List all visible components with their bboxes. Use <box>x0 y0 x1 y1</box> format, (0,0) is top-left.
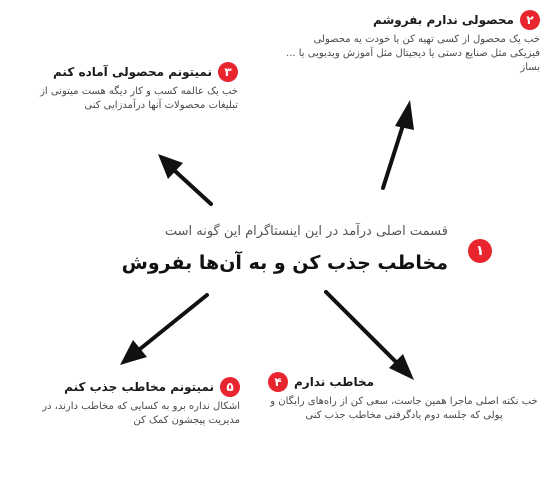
node-2: ۲ محصولی ندارم بفروشم خب یک محصول از کسی… <box>282 10 540 75</box>
node-5: ۵ نمیتونم مخاطب جذب کنم اشکال نداره برو … <box>8 377 240 428</box>
node-4-header: مخاطب ندارم ۴ <box>268 372 540 392</box>
node-2-title: محصولی ندارم بفروشم <box>373 13 514 27</box>
node-4-title: مخاطب ندارم <box>294 375 375 389</box>
node-5-header: ۵ نمیتونم مخاطب جذب کنم <box>8 377 240 397</box>
badge-2: ۲ <box>520 10 540 30</box>
node-2-header: ۲ محصولی ندارم بفروشم <box>282 10 540 30</box>
center-intro: قسمت اصلی درآمد در این اینستاگرام این گو… <box>164 224 448 239</box>
arrow-to-5 <box>120 293 209 365</box>
node-3-body: خب یک عالمه کسب و کار دیگه هست میتونی از… <box>40 86 238 111</box>
node-4-body: خب نکته اصلی ماجرا همین جاست، سعی کن از … <box>270 396 538 421</box>
badge-3: ۳ <box>218 62 238 82</box>
node-4: مخاطب ندارم ۴ خب نکته اصلی ماجرا همین جا… <box>268 372 540 423</box>
node-3-header: ۳ نمیتونم محصولی آماده کنم <box>8 62 238 82</box>
arrow-to-2 <box>381 100 414 190</box>
badge-5: ۵ <box>220 377 240 397</box>
arrow-to-4 <box>324 290 414 380</box>
badge-1: ۱ <box>468 239 492 263</box>
arrow-to-3 <box>158 154 213 206</box>
node-5-body: اشکال نداره برو به کسایی که مخاطب دارند،… <box>42 401 240 426</box>
node-3-title: نمیتونم محصولی آماده کنم <box>53 65 212 79</box>
badge-4: ۴ <box>268 372 288 392</box>
center-main-text: مخاطب جذب کن و به آن‌ها بفروش <box>121 252 448 274</box>
node-5-title: نمیتونم مخاطب جذب کنم <box>64 380 214 394</box>
node-3: ۳ نمیتونم محصولی آماده کنم خب یک عالمه ک… <box>8 62 238 113</box>
node-2-body: خب یک محصول از کسی تهیه کن یا خودت یه مح… <box>286 34 540 73</box>
